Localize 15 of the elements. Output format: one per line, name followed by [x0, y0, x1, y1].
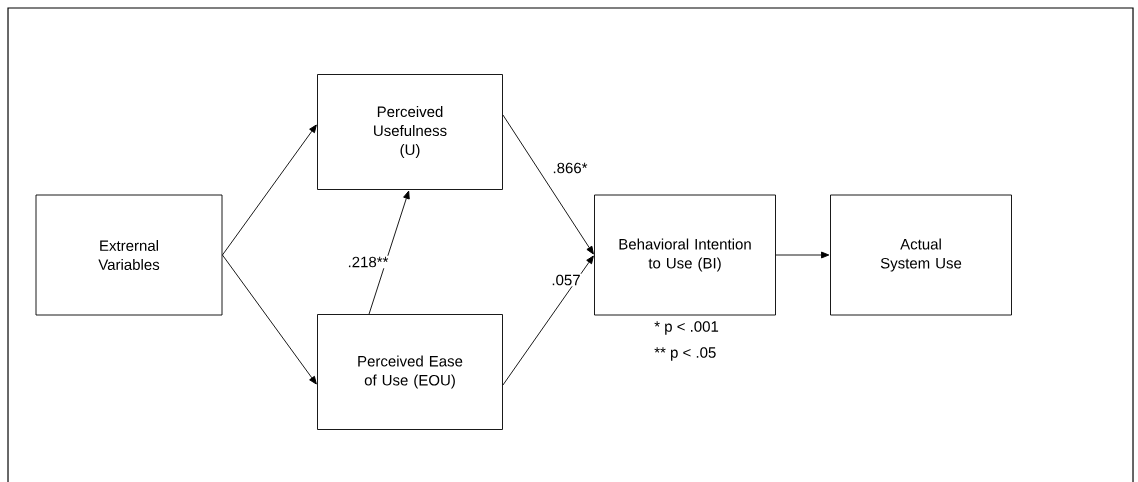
- edge-label: .218**: [346, 255, 390, 269]
- note: ** p < .05: [654, 347, 716, 361]
- process-box: Behavioral Intention to Use (BI): [594, 194, 776, 316]
- arrow: [502, 114, 594, 255]
- process-box: Perceived Usefulness (U): [317, 74, 503, 190]
- arrow: [222, 254, 317, 385]
- process-box: Perceived Ease of Use (EOU): [317, 314, 503, 430]
- arrow: [222, 124, 317, 256]
- process-box: Extrernal Variables: [35, 194, 223, 316]
- process-box: Actual System Use: [830, 194, 1012, 316]
- arrow: [368, 190, 410, 315]
- edge-label: .866*: [551, 161, 589, 175]
- arrow: [502, 255, 594, 386]
- arrow: [775, 251, 830, 259]
- edge-label: .057: [550, 273, 582, 287]
